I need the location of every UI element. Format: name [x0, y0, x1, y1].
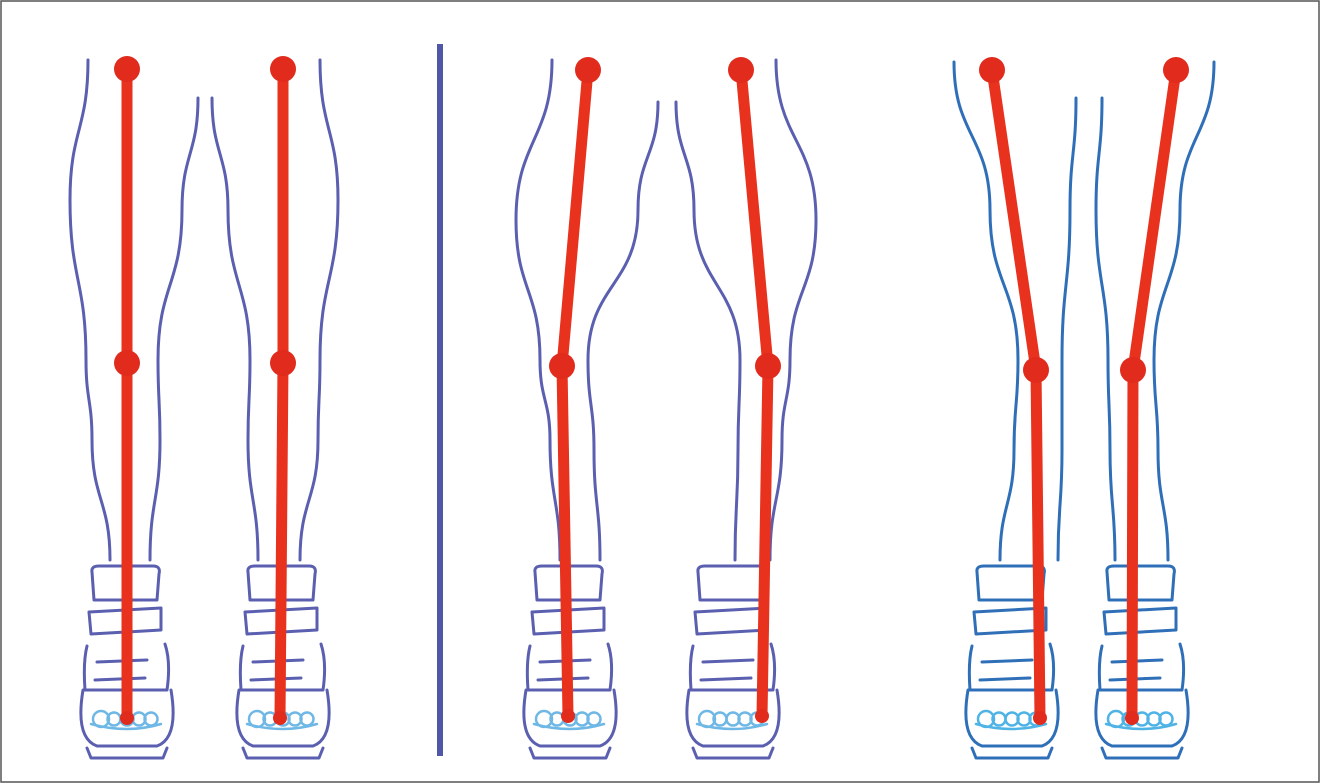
alignment-axis	[280, 69, 283, 718]
ankle-joint-marker	[120, 711, 134, 725]
hip-joint-marker	[575, 57, 601, 83]
ankle-joint-marker	[561, 709, 575, 723]
brace-strap-low	[980, 678, 1030, 680]
hip-joint-marker	[979, 57, 1005, 83]
knee-joint-marker	[1023, 357, 1049, 383]
knee-joint-marker	[114, 350, 140, 376]
hip-joint-marker	[114, 56, 140, 82]
brace-strap-low	[95, 678, 145, 680]
knee-joint-marker	[1120, 357, 1146, 383]
brace-strap-low	[701, 678, 751, 680]
hip-joint-marker	[270, 56, 296, 82]
hip-joint-marker	[728, 57, 754, 83]
hip-joint-marker	[1163, 57, 1189, 83]
brace-strap-mid	[703, 660, 753, 662]
ankle-joint-marker	[755, 709, 769, 723]
brace-strap-mid	[982, 660, 1032, 662]
knee-joint-marker	[755, 353, 781, 379]
knee-joint-marker	[549, 353, 575, 379]
ankle-joint-marker	[1033, 711, 1047, 725]
ankle-joint-marker	[1125, 711, 1139, 725]
ankle-joint-marker	[273, 711, 287, 725]
knee-joint-marker	[270, 350, 296, 376]
